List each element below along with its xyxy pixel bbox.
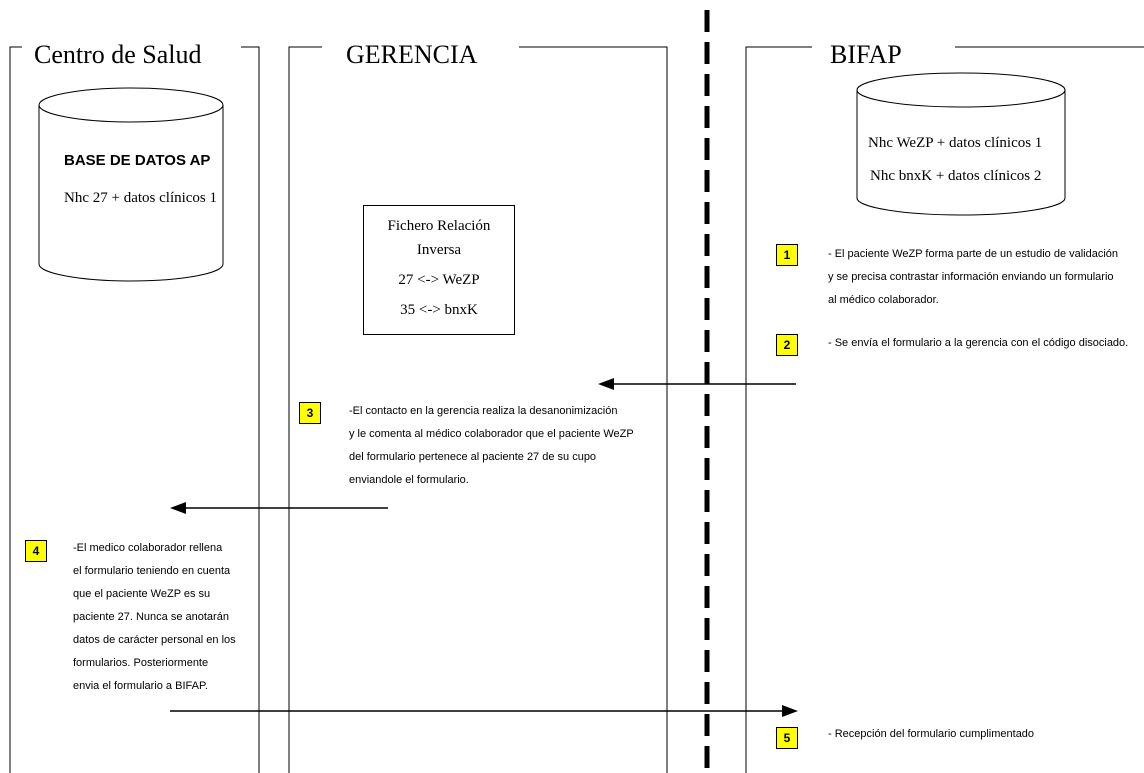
step-note-1: - El paciente WeZP forma parte de un est… bbox=[828, 243, 1118, 312]
step-note-2-line: - Se envía el formulario a la gerencia c… bbox=[828, 337, 1129, 349]
step-note-3-line: enviandole el formulario. bbox=[349, 474, 469, 486]
step-note-3-line: del formulario pertenece al paciente 27 … bbox=[349, 451, 597, 463]
step-note-5-line: - Recepción del formulario cumplimentado bbox=[828, 728, 1035, 740]
arrow-bifap-to-gerencia bbox=[598, 378, 796, 390]
database-bifap-record-2: Nhc bnxK + datos clínicos 2 bbox=[870, 168, 1042, 184]
relation-file-map-1: 27 <-> WeZP bbox=[398, 272, 480, 288]
step-note-5: - Recepción del formulario cumplimentado bbox=[828, 723, 1034, 746]
step-note-2: - Se envía el formulario a la gerencia c… bbox=[828, 332, 1128, 355]
step-badge-3: 3 bbox=[299, 402, 321, 424]
step-note-3: -El contacto en la gerencia realiza la d… bbox=[349, 400, 634, 492]
lane-title-bifap: BIFAP bbox=[830, 40, 902, 69]
step-badge-2: 2 bbox=[776, 334, 798, 356]
database-ap-cylinder bbox=[38, 87, 224, 282]
step-note-4-line: el formulario teniendo en cuenta bbox=[73, 565, 231, 577]
lane-title-gerencia: GERENCIA bbox=[346, 40, 478, 69]
database-bifap-record-1: Nhc WeZP + datos clínicos 1 bbox=[868, 135, 1043, 151]
step-note-4-line: envia el formulario a BIFAP. bbox=[73, 680, 208, 692]
database-ap-title: BASE DE DATOS AP bbox=[64, 152, 211, 169]
step-note-4-line: formularios. Posteriormente bbox=[73, 657, 209, 669]
relation-file-title-2: Inversa bbox=[416, 242, 462, 258]
step-note-1-line: al médico colaborador. bbox=[828, 294, 939, 306]
step-badge-4: 4 bbox=[25, 540, 47, 562]
step-badge-5: 5 bbox=[776, 727, 798, 749]
relation-file-map-2: 35 <-> bnxK bbox=[400, 302, 478, 318]
inverse-relation-file: Fichero Relación Inversa 27 <-> WeZP 35 … bbox=[363, 205, 515, 335]
database-ap-record: Nhc 27 + datos clínicos 1 bbox=[64, 190, 218, 206]
lane-frame-bifap bbox=[745, 46, 1144, 773]
lane-frame-gerencia bbox=[288, 46, 668, 773]
step-note-3-line: y le comenta al médico colaborador que e… bbox=[349, 428, 634, 440]
arrow-centro-to-bifap bbox=[170, 705, 798, 717]
lane-title-centro: Centro de Salud bbox=[34, 40, 202, 69]
step-note-4-line: datos de carácter personal en los bbox=[73, 634, 236, 646]
step-badge-1: 1 bbox=[776, 244, 798, 266]
step-note-3-line: -El contacto en la gerencia realiza la d… bbox=[349, 405, 618, 417]
arrow-gerencia-to-centro bbox=[170, 502, 388, 514]
relation-file-title-1: Fichero Relación bbox=[387, 218, 491, 234]
step-note-4-line: que el paciente WeZP es su bbox=[73, 588, 211, 600]
step-note-4-line: paciente 27. Nunca se anotarán bbox=[73, 611, 229, 623]
step-note-1-line: - El paciente WeZP forma parte de un est… bbox=[828, 248, 1119, 260]
step-note-1-line: y se precisa contrastar información envi… bbox=[828, 271, 1114, 283]
step-note-4-line: -El medico colaborador rellena bbox=[73, 542, 223, 554]
lane-frame-centro bbox=[9, 46, 260, 773]
database-bifap-cylinder bbox=[856, 72, 1066, 216]
step-note-4: -El medico colaborador rellena el formul… bbox=[73, 537, 236, 698]
